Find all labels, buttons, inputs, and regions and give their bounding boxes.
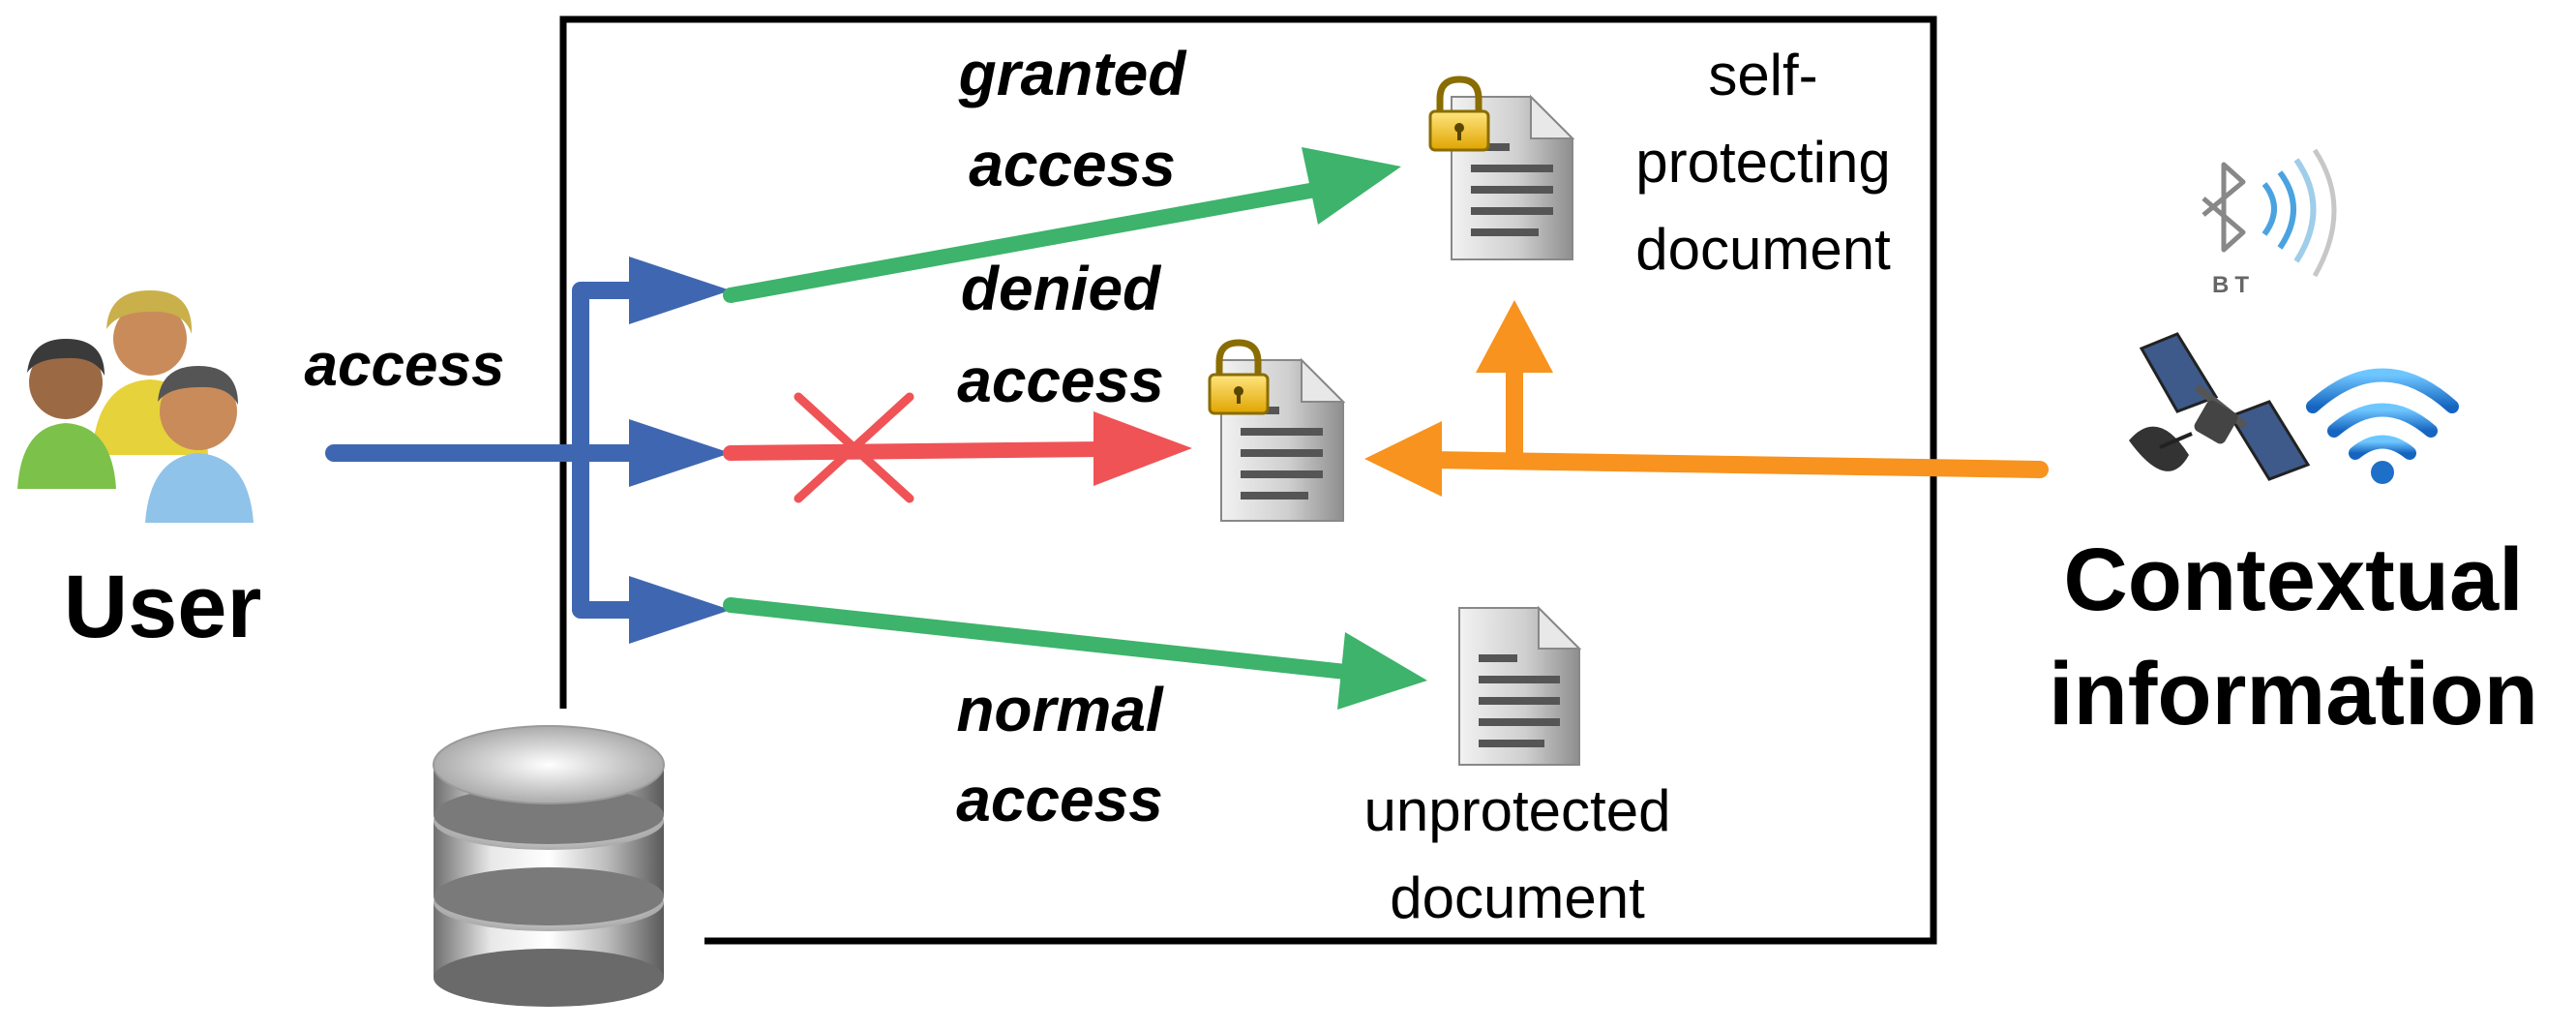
- normal-access-arrow: [723, 597, 1427, 710]
- user-access-flow: [325, 282, 638, 619]
- denied-label: denied access: [957, 254, 1164, 415]
- normal-label: normal access: [956, 675, 1164, 834]
- users-icon: [17, 290, 254, 523]
- wifi-icon: [2306, 368, 2459, 484]
- granted-label: granted access: [958, 39, 1188, 199]
- user-flow-arrowheads: [629, 257, 731, 644]
- self-protecting-line3: document: [1635, 217, 1891, 282]
- unprotected-line2: document: [1390, 865, 1645, 930]
- unprotected-document-label: unprotected document: [1364, 778, 1671, 930]
- database-icon: [433, 725, 665, 1007]
- self-protecting-line1: self-: [1708, 43, 1817, 107]
- granted-label-line2: access: [969, 130, 1176, 199]
- self-protecting-document-label: self- protecting document: [1635, 43, 1891, 282]
- granted-access-arrow: [723, 147, 1401, 303]
- normal-label-line1: normal: [956, 675, 1164, 744]
- context-flow: [1423, 364, 2049, 478]
- lock-icon: [1428, 76, 1490, 152]
- granted-label-line1: granted: [958, 39, 1188, 108]
- contextual-information-label: Contextual information: [2049, 530, 2538, 743]
- unprotected-document-icon: [1458, 605, 1582, 766]
- denied-label-line2: access: [957, 346, 1164, 415]
- satellite-icon: [2129, 332, 2311, 481]
- access-label: access: [305, 332, 505, 399]
- denied-label-line1: denied: [961, 254, 1162, 323]
- lock-icon: [1208, 339, 1270, 415]
- denied-access-arrow: [723, 411, 1192, 486]
- unprotected-line1: unprotected: [1364, 778, 1671, 843]
- bluetooth-badge: BT: [2212, 272, 2255, 298]
- context-line1: Contextual: [2063, 530, 2523, 629]
- system-boundary-box: [559, 15, 1937, 945]
- bluetooth-icon: BT: [2202, 148, 2337, 298]
- self-protecting-line2: protecting: [1635, 130, 1891, 195]
- denied-cross-icon: [794, 392, 914, 503]
- context-line2: information: [2049, 645, 2538, 743]
- user-label: User: [64, 558, 262, 656]
- context-arrowheads: [1364, 300, 1553, 497]
- normal-label-line2: access: [956, 765, 1163, 834]
